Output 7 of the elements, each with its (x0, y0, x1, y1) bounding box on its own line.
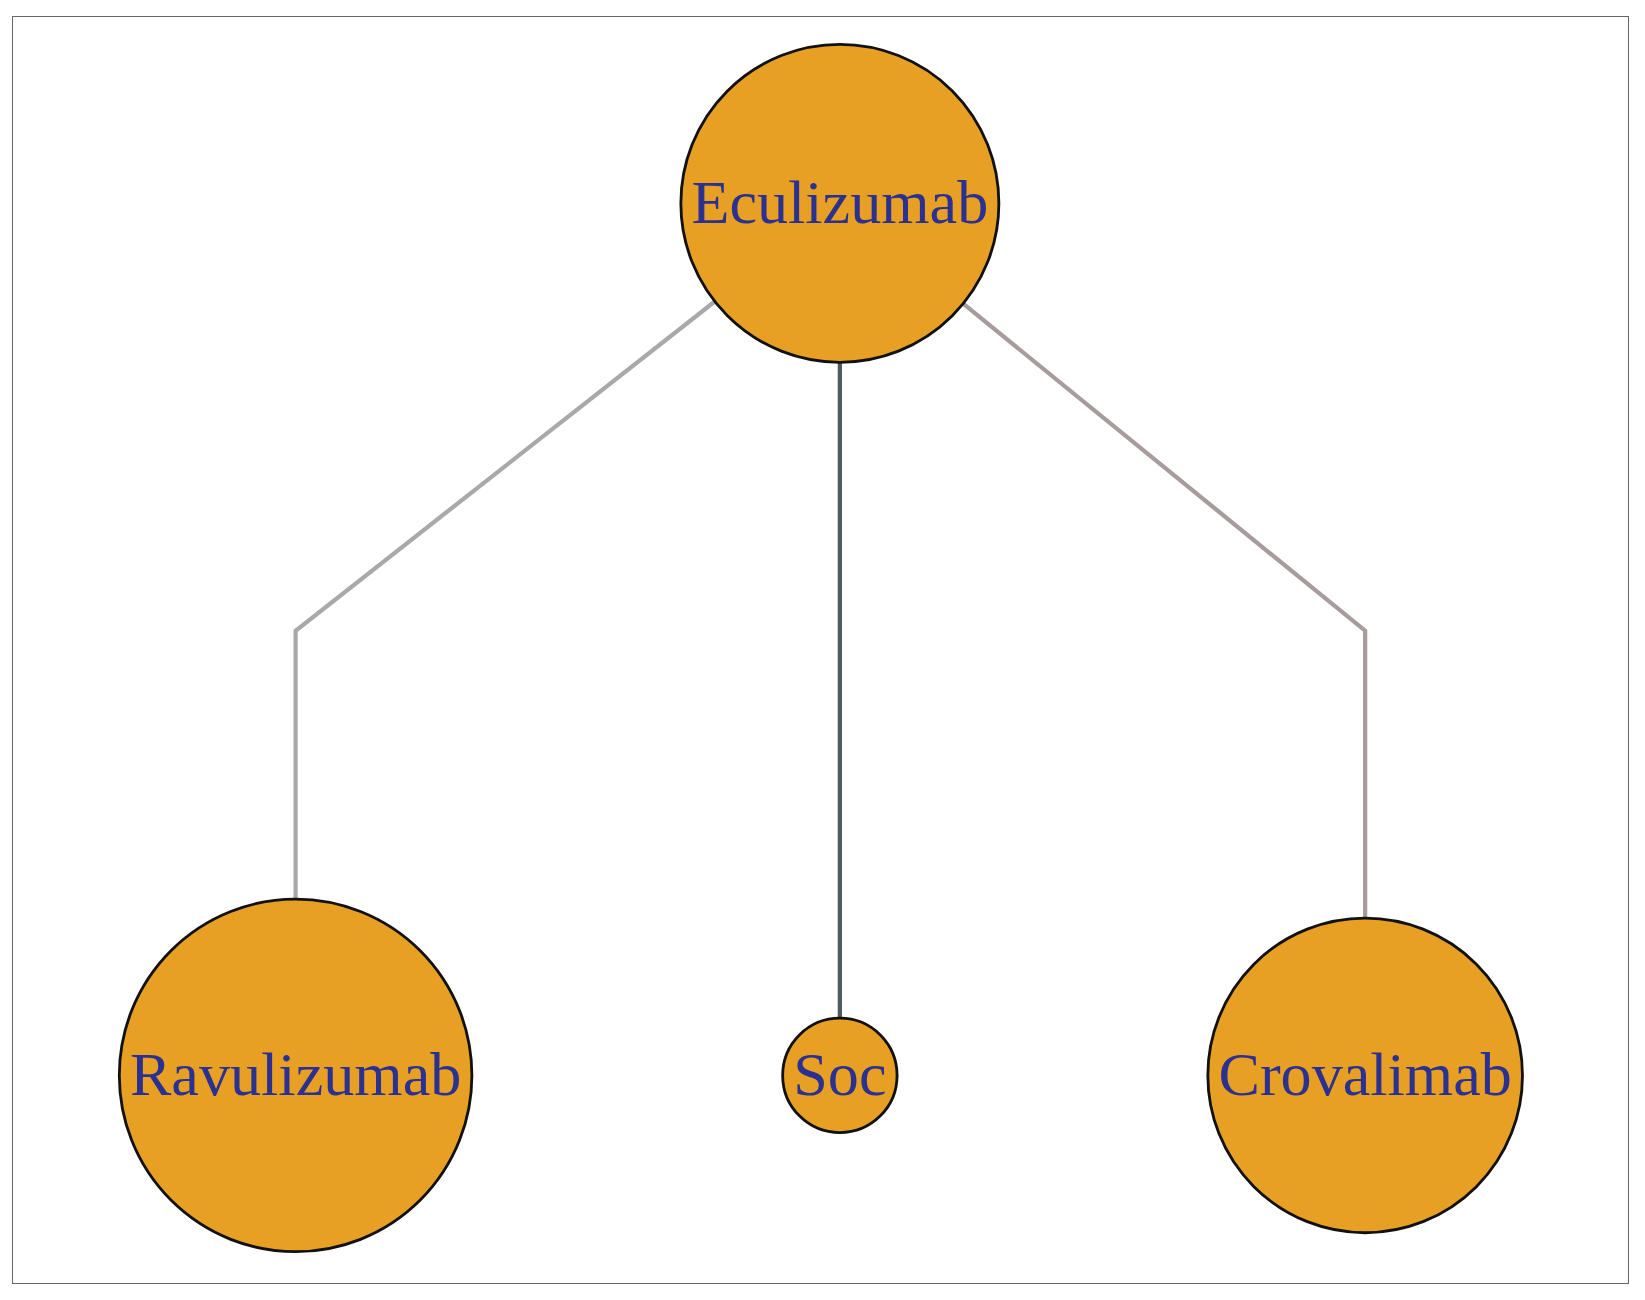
connector (961, 302, 1367, 919)
node-circle: Crovalimab (1206, 916, 1524, 1235)
node-circle: Soc (780, 1016, 899, 1135)
node-circle: Eculizumab (679, 42, 1000, 364)
connector (837, 362, 842, 1019)
node-circle: Ravulizumab (117, 897, 473, 1254)
connector (293, 299, 716, 900)
